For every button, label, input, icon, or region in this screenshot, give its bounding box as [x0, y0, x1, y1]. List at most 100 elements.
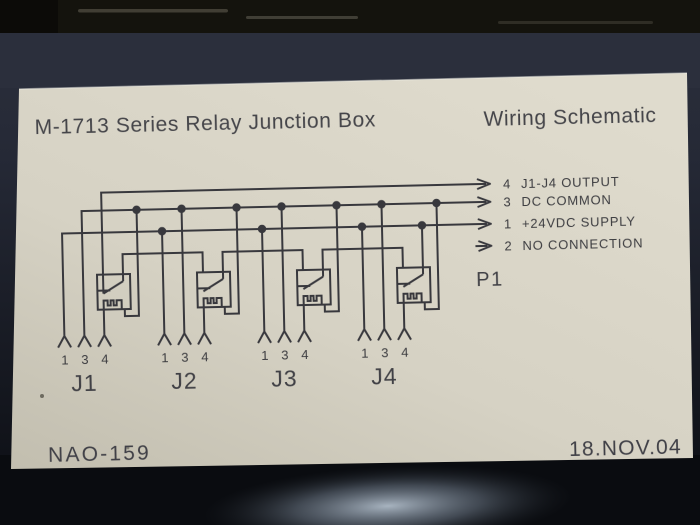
- glossy-highlight-streak: [246, 16, 358, 19]
- pin3-riser: [180, 208, 186, 333]
- pin-number: 3: [81, 352, 89, 367]
- relay-circuit-j1: 1 3 4 J1: [57, 209, 140, 397]
- pin-chevron: [197, 331, 212, 345]
- bus-dc-common-line: [80, 200, 487, 336]
- p1-pin-number: 3: [503, 194, 511, 209]
- card-subtitle: Wiring Schematic: [483, 104, 656, 131]
- pin1-riser: [360, 226, 366, 329]
- pin4-riser: [302, 305, 306, 331]
- pin-chevron: [257, 330, 272, 344]
- p1-line-label: J1-J4 OUTPUT: [521, 174, 620, 191]
- pin1-riser: [161, 231, 166, 334]
- junction-dot: [432, 198, 441, 208]
- pin-number: 4: [401, 345, 409, 360]
- pin-chevron: [177, 332, 192, 346]
- arrowhead-output: [476, 178, 492, 191]
- pin4-riser: [402, 302, 406, 328]
- bus-output-line: [100, 182, 487, 294]
- arrowhead-24vdc: [477, 218, 492, 231]
- pin-number: 4: [201, 349, 209, 364]
- junction-dot: [377, 200, 386, 209]
- pin-chevron: [157, 332, 172, 346]
- relay-box: [95, 272, 132, 311]
- junction-dot: [132, 205, 141, 215]
- pin-number: 3: [181, 350, 189, 365]
- p1-line-label: DC COMMON: [521, 192, 612, 209]
- p1-pin-number: 1: [504, 216, 512, 231]
- relay-circuit-j4: 1 3 4 J4: [357, 202, 440, 390]
- p1-pin-number: 2: [504, 238, 512, 253]
- junction-dot: [417, 221, 427, 230]
- label-card: [11, 73, 693, 469]
- pin-chevron: [97, 334, 112, 348]
- pin-number: 1: [261, 348, 269, 363]
- top-left-shadow: [0, 0, 58, 33]
- pin-number: 3: [281, 347, 289, 362]
- junction-dot: [157, 227, 167, 236]
- pin-chevron: [397, 327, 412, 341]
- relay-box: [195, 270, 232, 309]
- pin-number: 1: [161, 350, 169, 365]
- glossy-highlight-streak: [498, 21, 653, 24]
- top-bumper: [0, 0, 700, 33]
- glossy-highlight-streak: [78, 9, 228, 13]
- pin-chevron: [377, 327, 392, 341]
- drawing-number: NAO-159: [48, 442, 151, 467]
- card-speck: [40, 394, 44, 398]
- junction-dot: [277, 202, 286, 211]
- relay-circuit-j2: 1 3 4 J2: [157, 207, 240, 394]
- connector-label: J1: [71, 370, 98, 397]
- relay-circuit-j3: 1 3 4 J3: [257, 205, 340, 392]
- coil-to-common-hook: [323, 205, 340, 313]
- pin-chevron: [77, 334, 92, 348]
- pin4-riser: [102, 309, 106, 335]
- p1-pin-number: 4: [503, 176, 511, 191]
- contact-chain-to-supply: [420, 225, 425, 275]
- junction-dot: [257, 224, 267, 234]
- junction-dot: [177, 204, 186, 214]
- pin-chevron: [297, 329, 312, 343]
- relay-coil-symbol: [302, 294, 323, 306]
- pin1-riser: [261, 228, 266, 331]
- contact-arm: [402, 273, 424, 288]
- relay-coil-symbol: [202, 296, 223, 308]
- junction-dot: [232, 203, 241, 212]
- card-top-edge-highlight: [18, 72, 688, 90]
- p1-connector-label: P1: [476, 269, 504, 292]
- bus-24vdc-line: [61, 222, 487, 336]
- relay-box: [395, 266, 432, 304]
- arrowhead-dc-common: [476, 196, 492, 209]
- arrowhead-no-connection: [477, 240, 493, 253]
- pin-number: 4: [101, 352, 109, 367]
- pin-number: 1: [61, 352, 69, 367]
- date-stamp: 18.NOV.04: [569, 436, 682, 462]
- relay-box: [295, 268, 332, 307]
- pin4-riser: [202, 307, 206, 333]
- pin3-riser: [380, 204, 386, 329]
- pin-number: 4: [301, 347, 309, 362]
- pin3-riser: [280, 206, 286, 331]
- p1-line-label: +24VDC SUPPLY: [522, 214, 636, 232]
- contact-arm: [302, 275, 324, 290]
- connector-label: J4: [371, 363, 398, 390]
- flash-glare: [203, 464, 573, 525]
- pin-chevron: [357, 328, 372, 342]
- p1-line-label: NO CONNECTION: [522, 235, 643, 253]
- pin-number: 3: [381, 345, 389, 360]
- coil-to-common-hook: [423, 202, 440, 311]
- relay-coil-symbol: [402, 292, 423, 303]
- junction-dot: [332, 201, 341, 210]
- junction-dots: [132, 198, 441, 236]
- contact-arm: [202, 278, 224, 293]
- pin-number: 1: [361, 346, 369, 361]
- connector-label: J2: [171, 367, 198, 394]
- connector-label: J3: [271, 365, 298, 392]
- pin-chevron: [57, 334, 72, 349]
- relay-coil-symbol: [102, 299, 123, 310]
- card-speck: [126, 446, 130, 450]
- pin-chevron: [277, 330, 292, 344]
- junction-dot: [357, 222, 367, 231]
- coil-to-common-hook: [223, 207, 240, 315]
